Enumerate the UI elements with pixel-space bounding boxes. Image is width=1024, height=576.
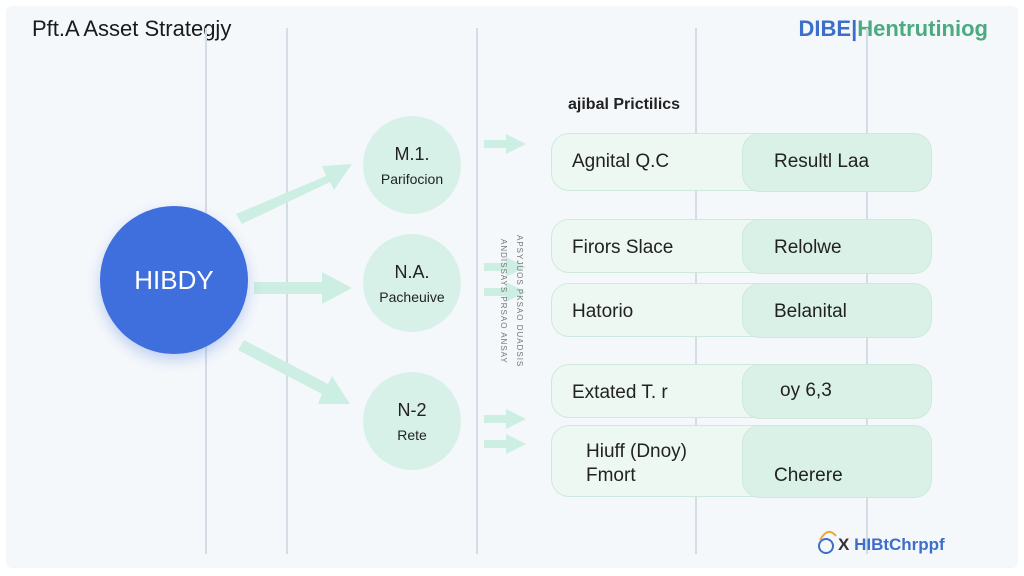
- node-code: M.1.: [394, 143, 430, 164]
- node-subtitle: Pacheuive: [379, 288, 445, 305]
- node-m1: M.1. Parifocion: [363, 116, 461, 214]
- list-row-right-segment: [742, 424, 932, 498]
- footer-logo-prefix: X: [838, 535, 850, 554]
- node-code: N.A.: [394, 261, 430, 282]
- brand-logo-part1: DIBE|: [798, 16, 858, 41]
- list-row-left-line2: Fmort: [586, 465, 636, 486]
- list-row-right-segment: [742, 218, 932, 274]
- list-row-1: Agnital Q.C Resultl Laa: [551, 132, 932, 192]
- node-code: N-2: [397, 399, 427, 420]
- list-row-right-segment: [742, 132, 932, 192]
- list-row-right-segment: [742, 363, 932, 419]
- node-n2: N-2 Rete: [363, 372, 461, 470]
- list-row-left: Extated T. r: [572, 382, 668, 403]
- vertical-caption-1: ANDISSAYS PRSAO ANSAY: [499, 238, 508, 364]
- list-row-left: Firors Slace: [572, 237, 674, 258]
- list-row-right: oy 6,3: [780, 380, 832, 401]
- divider-line-3: [476, 28, 478, 554]
- node-subtitle: Rete: [397, 426, 427, 443]
- list-row-3: Hatorio Belanital: [551, 282, 932, 338]
- node-subtitle: Parifocion: [380, 170, 444, 187]
- node-na: N.A. Pacheuive: [363, 234, 461, 332]
- list-row-4: Extated T. r oy 6,3: [551, 363, 932, 419]
- arrow-hub-to-m1: [236, 164, 352, 224]
- list-row-right: Relolwe: [774, 237, 842, 258]
- list-title: ajibal Prictilics: [568, 96, 681, 113]
- vertical-caption-2: APSYJUOS PKSAO DUADSIS: [515, 234, 524, 368]
- arrow-small-2: [484, 257, 526, 277]
- list-row-right: Cherere: [774, 465, 843, 486]
- footer-logo-text: HIBtChrppf: [854, 535, 945, 554]
- arrow-small-1: [484, 134, 526, 154]
- footer-logo-icon: [818, 530, 837, 554]
- hub-circle: HIBDY: [100, 206, 248, 354]
- list-row-right: Resultl Laa: [774, 151, 870, 172]
- list-row-5: Hiuff (Dnoy) Fmort Cherere: [551, 424, 932, 498]
- brand-logo: DIBE|Hentrutiniog: [799, 16, 988, 42]
- arrow-small-4: [484, 409, 526, 429]
- list-row-right: Belanital: [774, 301, 847, 322]
- list-row-left: Agnital Q.C: [572, 151, 670, 172]
- arrow-hub-to-n2: [238, 340, 350, 404]
- footer-logo: X HIBtChrppf: [838, 535, 945, 555]
- page-title: Pft.A Asset Strategjy: [32, 16, 232, 41]
- list-row-right-segment: [742, 282, 932, 338]
- arrow-hub-to-na: [254, 272, 352, 304]
- brand-logo-part2: Hentrutiniog: [857, 16, 988, 41]
- list-row-left: Hatorio: [572, 301, 634, 322]
- list-row-left-line1: Hiuff (Dnoy): [586, 441, 688, 462]
- list-row-2: Firors Slace Relolwe: [551, 218, 932, 274]
- arrow-small-3: [484, 282, 526, 302]
- arrow-small-5: [484, 434, 526, 454]
